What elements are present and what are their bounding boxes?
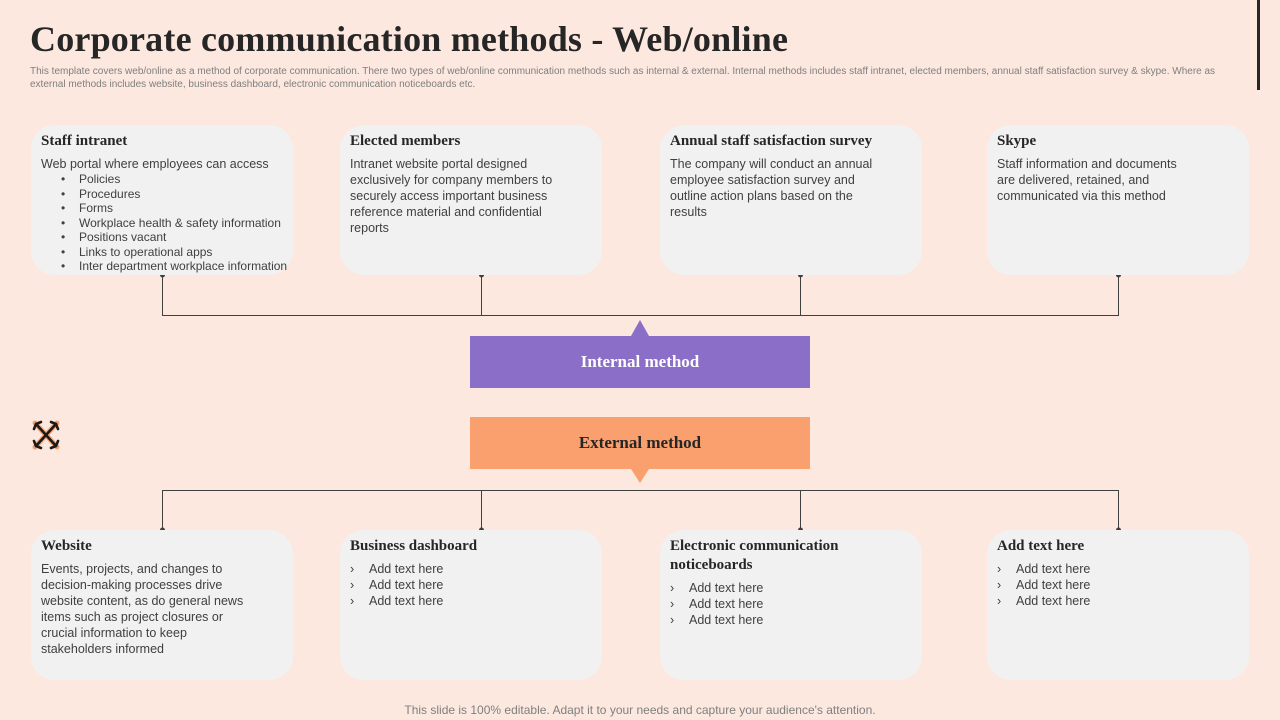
card-item-list: Add text here Add text here Add text her…: [670, 580, 912, 628]
list-item: Add text here: [670, 596, 912, 612]
list-item: Procedures: [61, 187, 283, 202]
card-title: Website: [41, 538, 92, 554]
card-skype: Skype Staff information and documents ar…: [987, 125, 1249, 275]
card-title: Business dashboard: [350, 538, 478, 554]
list-item: Positions vacant: [61, 230, 283, 245]
internal-method-label: Internal method: [470, 336, 810, 388]
card-elected-members: Elected members Intranet website portal …: [340, 125, 602, 275]
card-title: Add text here: [997, 538, 1085, 554]
card-title: Annual staff satisfaction survey: [670, 133, 873, 149]
list-item: Add text here: [997, 577, 1239, 593]
list-item: Add text here: [997, 561, 1239, 577]
top-right-rule: [1257, 0, 1260, 90]
internal-pointer: [631, 320, 649, 336]
card-website: Website Events, projects, and changes to…: [31, 530, 293, 680]
card-text: Intranet website portal designed exclusi…: [350, 157, 553, 235]
page-title: Corporate communication methods - Web/on…: [30, 19, 789, 59]
external-connector-bus: [162, 490, 1119, 530]
card-annual-survey: Annual staff satisfaction survey The com…: [660, 125, 922, 275]
card-item-list: Add text here Add text here Add text her…: [350, 561, 592, 609]
page-subtitle: This template covers web/online as a met…: [30, 66, 1216, 90]
card-title: Staff intranet: [41, 133, 128, 149]
card-text: Events, projects, and changes to decisio…: [41, 562, 244, 656]
card-noticeboards: Electronic communication noticeboards Ad…: [660, 530, 922, 680]
card-staff-intranet: Staff intranet Web portal where employee…: [31, 125, 293, 275]
card-item-list: Add text here Add text here Add text her…: [997, 561, 1239, 609]
card-business-dashboard: Business dashboard Add text here Add tex…: [340, 530, 602, 680]
list-item: Add text here: [350, 593, 592, 609]
cross-arrows-icon: [32, 420, 60, 450]
list-item: Add text here: [670, 580, 912, 596]
card-text: The company will conduct an annual emplo…: [670, 157, 873, 219]
external-method-label: External method: [470, 417, 810, 469]
card-bullet-list: Policies Procedures Forms Workplace heal…: [41, 172, 287, 274]
card-title: Electronic communication noticeboards: [670, 538, 839, 573]
list-item: Workplace health & safety information: [61, 216, 283, 231]
list-item: Add text here: [997, 593, 1239, 609]
list-item: Links to operational apps: [61, 245, 283, 260]
card-add-text: Add text here Add text here Add text her…: [987, 530, 1249, 680]
card-text: Web portal where employees can access: [41, 157, 269, 171]
card-title: Elected members: [350, 133, 461, 149]
list-item: Policies: [61, 172, 283, 187]
list-item: Forms: [61, 201, 283, 216]
list-item: Add text here: [350, 561, 592, 577]
card-text: Staff information and documents are deli…: [997, 157, 1177, 203]
footer-note: This slide is 100% editable. Adapt it to…: [404, 703, 876, 717]
list-item: Add text here: [670, 612, 912, 628]
card-title: Skype: [997, 133, 1037, 149]
external-pointer: [631, 469, 649, 483]
list-item: Add text here: [350, 577, 592, 593]
list-item: Inter department workplace information: [61, 259, 287, 274]
internal-connector-bus: [162, 275, 1119, 316]
